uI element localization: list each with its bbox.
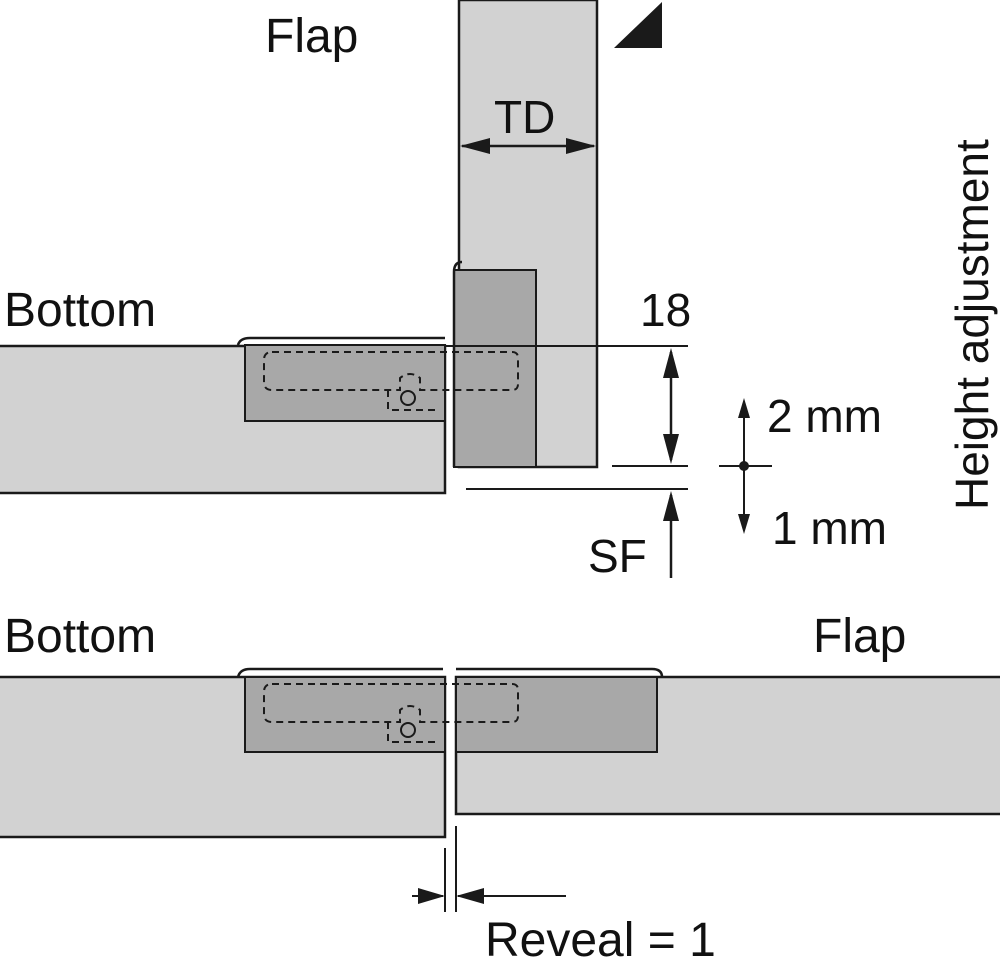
triangle-marker-icon (614, 2, 662, 48)
hinge-dashed-slot-lower (263, 683, 519, 723)
hinge-pivot-top (400, 390, 416, 406)
reveal-arrow-left (418, 888, 445, 904)
height-adjustment-label: Height adjustment (946, 139, 998, 510)
flap-label-lower: Flap (813, 610, 906, 663)
adj-center-dot (739, 461, 749, 471)
reveal-arrow-right (456, 888, 484, 904)
sf-arrow-up (663, 491, 679, 521)
td-arrow-left (460, 138, 490, 154)
one-mm-label: 1 mm (772, 502, 887, 554)
hinge-lip-top (236, 336, 445, 346)
dim-18-label: 18 (640, 284, 691, 336)
td-label: TD (494, 91, 555, 143)
bottom-label-top: Bottom (4, 284, 156, 337)
hinge-body-bottom-lower (244, 676, 446, 753)
hinge-dashed-tail-top (387, 390, 440, 411)
two-mm-label: 2 mm (767, 390, 882, 442)
adj-arrow-down (738, 514, 750, 534)
hinge-body-flap-lower (455, 676, 658, 753)
hinge-lip-lower-right (456, 667, 664, 678)
hinge-lip-lower-left (236, 667, 443, 678)
reveal-label: Reveal = 1 (485, 914, 716, 959)
hinge-body-bottom-top (244, 344, 446, 422)
hinge-plate-flap-edge (452, 260, 463, 467)
dim-18-arrow-down (663, 434, 679, 464)
sf-label: SF (588, 530, 647, 582)
hinge-dashed-slot-top (263, 351, 519, 391)
hinge-plate-flap (453, 269, 537, 468)
hinge-dashed-tail-lower (387, 722, 440, 743)
bottom-label-lower: Bottom (4, 610, 156, 663)
hinge-pivot-lower (400, 722, 416, 738)
flap-label-top: Flap (265, 10, 358, 63)
dim-18-arrow-up (663, 348, 679, 378)
td-arrow-right (566, 138, 596, 154)
adj-arrow-up (738, 398, 750, 418)
